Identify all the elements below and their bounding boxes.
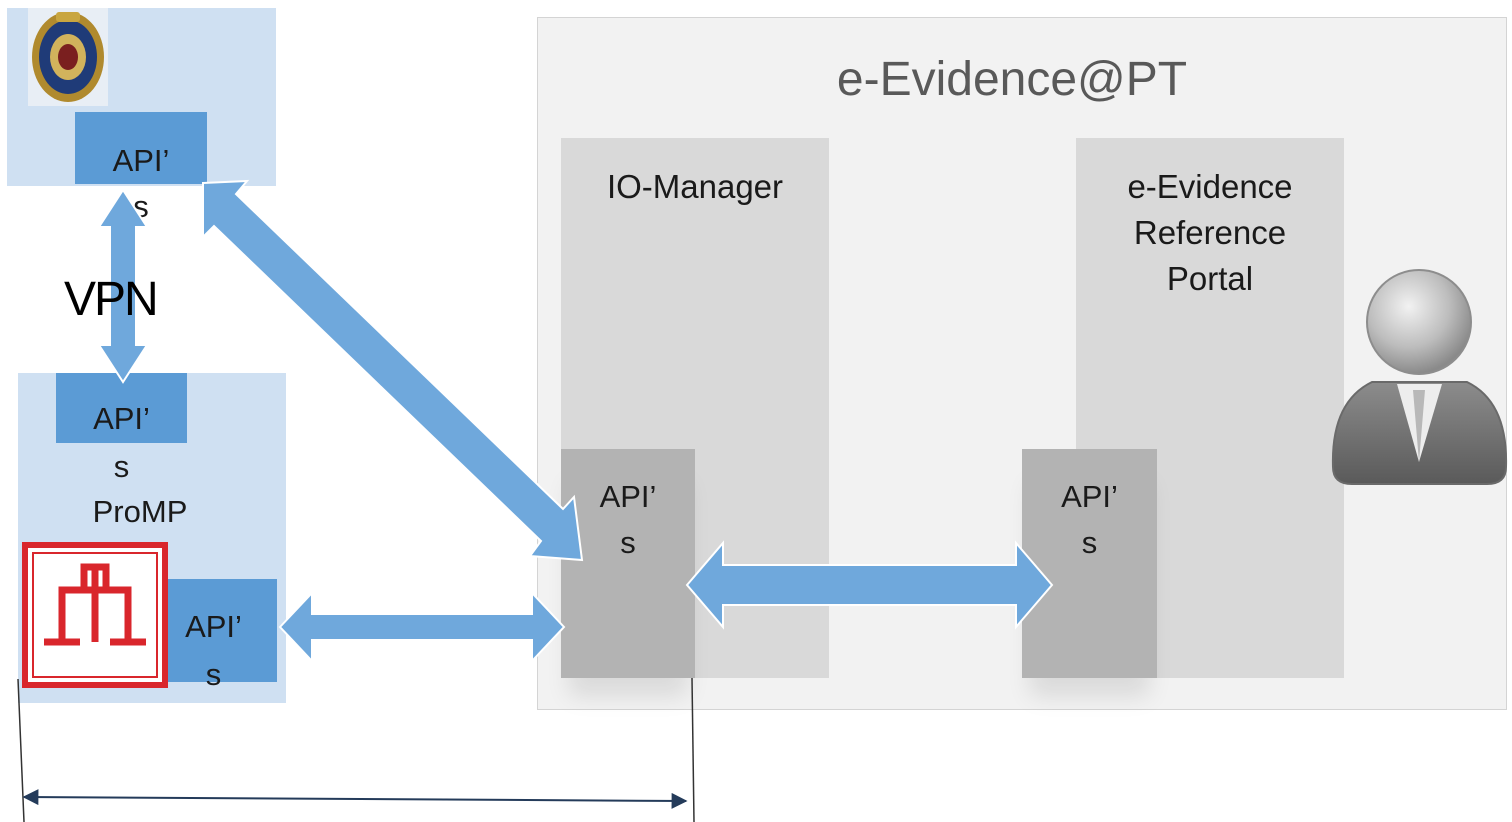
span-double-arrow <box>22 789 688 809</box>
promp-bottom-api-line2: s <box>205 657 222 692</box>
right-extension-line <box>691 677 695 822</box>
vpn-label: VPN <box>64 273 159 326</box>
promp-top-api-line2: s <box>113 449 130 484</box>
portal-label-line1: e-Evidence <box>1127 168 1293 205</box>
portal-api-line1: API’ <box>1061 479 1118 514</box>
portal-api-block <box>1022 449 1157 678</box>
left-extension-line <box>17 678 25 822</box>
io-manager-portal-arrow <box>685 540 1054 630</box>
io-manager-api-line2: s <box>620 525 636 560</box>
police-api-line1: API’ <box>112 143 170 178</box>
promp-top-api-box <box>56 373 187 443</box>
io-manager-api-block <box>561 449 695 678</box>
promp-label: ProMP <box>92 494 188 529</box>
promp-bottom-api-box <box>166 579 277 682</box>
police-io-manager-arrow <box>202 179 584 562</box>
io-manager-api-line1: API’ <box>599 479 657 514</box>
io-manager-label: IO-Manager <box>606 168 784 205</box>
portal-label-line2: Reference <box>1133 214 1287 251</box>
user-avatar-icon <box>1331 269 1508 485</box>
ministerio-publico-logo-icon <box>22 542 168 688</box>
panel-title: e-Evidence@PT <box>836 53 1188 106</box>
portal-api-line2: s <box>1081 525 1098 560</box>
promp-bottom-api-line1: API’ <box>185 609 242 644</box>
vpn-double-arrow <box>97 188 149 384</box>
police-api-box <box>75 112 207 184</box>
promp-io-manager-arrow <box>278 590 566 664</box>
promp-top-api-line1: API’ <box>93 401 150 436</box>
portal-label-line3: Portal <box>1166 260 1254 297</box>
police-emblem-icon <box>28 8 108 106</box>
